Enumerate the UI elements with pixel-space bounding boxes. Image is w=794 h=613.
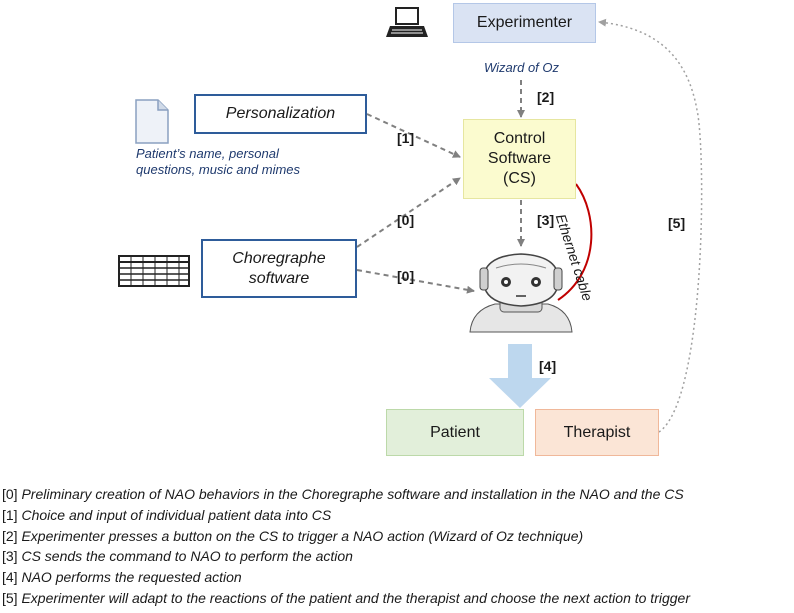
experimenter-label: Experimenter <box>476 14 573 31</box>
choregraphe-box: Choregraphe software <box>201 239 357 298</box>
step-label-3: [3] <box>537 212 555 228</box>
patient-box: Patient <box>386 409 524 456</box>
patient-label: Patient <box>430 423 480 441</box>
choregraphe-line-2: software <box>248 269 310 287</box>
nao-robot-icon <box>469 253 573 333</box>
arrow-choregraphe-to-cs <box>356 177 461 248</box>
step-label-4: [4] <box>539 358 557 374</box>
timeline-grid-icon <box>118 255 190 287</box>
therapist-label: Therapist <box>563 423 631 441</box>
control-line-1: Control <box>493 130 546 147</box>
laptop-icon <box>386 7 428 37</box>
arrow-choregraphe-to-nao <box>356 269 475 294</box>
legend-item: [5] Experimenter will adapt to the react… <box>2 589 690 606</box>
big-arrow-nao-action <box>489 344 551 408</box>
personal-data-note-line-1: Patient’s name, personal <box>136 146 279 161</box>
control-line-2: Software <box>487 150 552 167</box>
step-label-0-cs: [0] <box>397 212 415 228</box>
experimenter-box: Experimenter <box>453 3 596 43</box>
step-label-5: [5] <box>668 215 686 231</box>
document-icon <box>135 99 169 144</box>
control-line-3: (CS) <box>503 170 536 187</box>
legend: [0] Preliminary creation of NAO behavior… <box>2 484 690 609</box>
legend-item: [4] NAO performs the requested action <box>2 569 242 586</box>
step-label-0-nao: [0] <box>397 268 415 284</box>
control-software-box: Control Software (CS) <box>463 119 576 199</box>
choregraphe-line-1: Choregraphe <box>232 249 326 267</box>
wizard-of-oz-note: Wizard of Oz <box>484 60 560 75</box>
arrow-personalization-to-cs <box>366 113 461 158</box>
legend-item: [1] Choice and input of individual patie… <box>2 506 332 523</box>
personal-data-note-line-2: questions, music and mimes <box>136 162 301 177</box>
ethernet-cable-line <box>557 183 593 301</box>
therapist-box: Therapist <box>535 409 659 456</box>
arrow-therapist-to-experimenter <box>598 18 703 433</box>
step-label-1: [1] <box>397 130 415 146</box>
personalization-label: Personalization <box>225 105 336 122</box>
legend-item: [0] Preliminary creation of NAO behavior… <box>2 486 684 502</box>
legend-item: [2] Experimenter presses a button on the… <box>2 527 584 544</box>
legend-item: [3] CS sends the command to NAO to perfo… <box>2 548 353 565</box>
personalization-box: Personalization <box>194 94 367 134</box>
step-label-2: [2] <box>537 89 555 105</box>
